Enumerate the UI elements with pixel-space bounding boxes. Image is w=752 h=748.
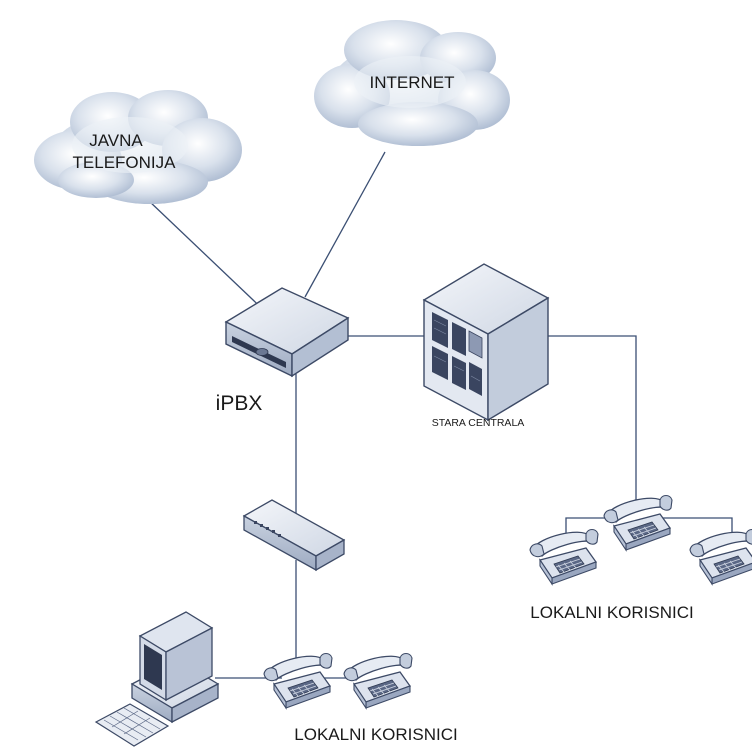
cloud-label-internet: INTERNET (370, 73, 455, 92)
phone-bottom-right (343, 652, 413, 709)
old-exchange-device: STARA CENTRALA (422, 263, 550, 429)
phone-right-left (529, 528, 599, 585)
desk-phone-icon (529, 528, 599, 585)
desk-phone-icon (263, 652, 333, 709)
public-telephony-cloud: JAVNA TELEFONIJA (34, 90, 242, 204)
ipbx-label: iPBX (216, 392, 263, 415)
cloud-icon (314, 20, 510, 146)
cloud-label-telefonija: TELEFONIJA (73, 153, 177, 172)
network-switch-icon (242, 499, 346, 572)
telephone-exchange-icon (422, 263, 550, 422)
phone-bottom-center (263, 652, 333, 709)
phone-right-center (603, 494, 673, 551)
bottom-users-label: LOKALNI KORISNICI (294, 725, 457, 744)
ipbx-device: iPBX (216, 287, 350, 415)
right-users-label: LOKALNI KORISNICI (530, 603, 693, 622)
desk-phone-icon (689, 528, 752, 585)
desk-phone-icon (603, 494, 673, 551)
old-exchange-label: STARA CENTRALA (432, 417, 525, 429)
desktop-computer-icon (94, 611, 220, 747)
phone-right-right (689, 528, 752, 585)
cloud-label-javna: JAVNA (89, 131, 143, 150)
desktop-computer (94, 611, 220, 747)
network-switch (242, 499, 346, 572)
cloud-icon (34, 90, 242, 204)
desk-phone-icon (343, 652, 413, 709)
internet-cloud: INTERNET (314, 20, 510, 146)
connection-lines (147, 151, 733, 679)
server-appliance-icon (224, 287, 350, 378)
